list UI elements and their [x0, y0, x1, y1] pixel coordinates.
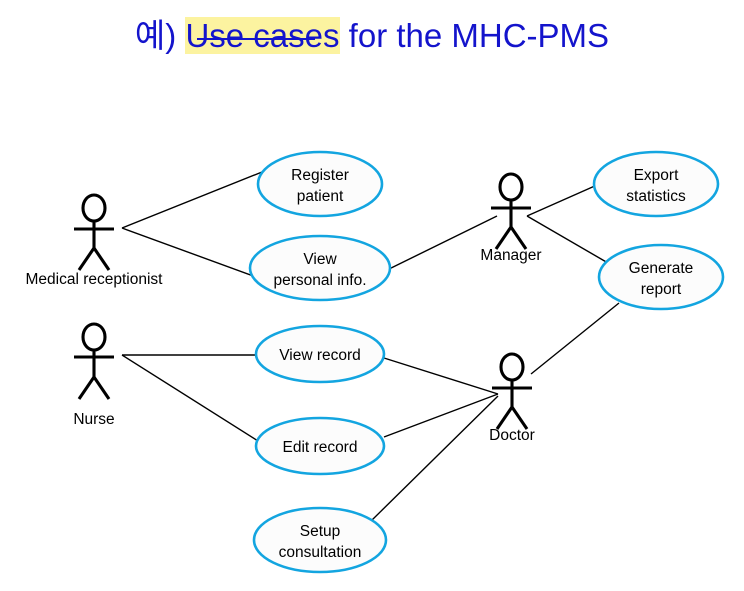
- assoc-receptionist-register: [121, 171, 263, 229]
- title-suffix: for the MHC-PMS: [339, 17, 610, 54]
- use-case-label-line-1: View: [303, 251, 337, 268]
- use-case-register-patient[interactable]: Register patient: [256, 150, 384, 218]
- use-case-ellipse[interactable]: [592, 150, 720, 218]
- use-case-ellipse[interactable]: [256, 150, 384, 218]
- use-case-label-line-1: Edit record: [283, 439, 358, 456]
- use-case-label-line-2: statistics: [626, 188, 686, 205]
- use-case-label-line-1: Export: [634, 167, 679, 184]
- use-case-view-personal-info[interactable]: View personal info.: [248, 234, 392, 302]
- assoc-editrecord-doctor: [383, 393, 499, 438]
- slide-title: 예) Use cases for the MHC-PMS: [0, 14, 744, 58]
- page-title: 예) Use cases for the MHC-PMS: [135, 14, 609, 58]
- actor-stick-figure-icon: [491, 172, 531, 250]
- actor-label: Nurse: [73, 411, 114, 428]
- assoc-manager-export: [526, 184, 598, 217]
- assoc-viewinfo-manager: [384, 215, 498, 272]
- assoc-viewrecord-doctor: [383, 357, 499, 395]
- use-case-label-line-1: Setup: [300, 523, 341, 540]
- use-case-ellipse[interactable]: [597, 243, 725, 311]
- actor-medical-receptionist[interactable]: Medical receptionist: [26, 193, 164, 288]
- use-case-label-line-2: consultation: [279, 544, 362, 561]
- assoc-manager-generate: [526, 215, 609, 264]
- actor-nurse[interactable]: Nurse: [73, 322, 115, 428]
- title-prefix: 예): [134, 17, 186, 54]
- use-case-label-line-2: patient: [297, 188, 344, 205]
- use-case-export-statistics[interactable]: Export statistics: [592, 150, 720, 218]
- use-case-ellipse[interactable]: [248, 234, 392, 302]
- use-case-ellipse[interactable]: [252, 506, 388, 574]
- title-highlighted-text: Use cases: [185, 17, 340, 54]
- use-case-label-line-2: personal info.: [273, 272, 366, 289]
- actor-label: Doctor: [489, 427, 535, 444]
- assoc-receptionist-viewinfo: [121, 227, 257, 278]
- title-strikethrough-line: [196, 38, 315, 40]
- actor-label: Manager: [480, 247, 541, 264]
- assoc-setupconsult-doctor: [370, 395, 499, 522]
- actor-doctor[interactable]: Doctor: [489, 352, 535, 444]
- actor-stick-figure-icon: [492, 352, 532, 430]
- use-case-label-line-1: View record: [279, 347, 361, 364]
- use-case-label-line-1: Register: [291, 167, 349, 184]
- assoc-doctor-generate: [530, 302, 620, 375]
- use-case-ellipse[interactable]: [254, 416, 386, 476]
- use-case-ellipse[interactable]: [254, 324, 386, 384]
- use-case-edit-record[interactable]: Edit record: [254, 416, 386, 476]
- use-case-label-line-2: report: [641, 281, 682, 298]
- actor-label: Medical receptionist: [26, 271, 164, 288]
- actor-stick-figure-icon: [74, 322, 114, 400]
- use-case-generate-report[interactable]: Generate report: [597, 243, 725, 311]
- use-case-view-record[interactable]: View record: [254, 324, 386, 384]
- actor-stick-figure-icon: [74, 193, 114, 271]
- actor-manager[interactable]: Manager: [480, 172, 542, 264]
- assoc-nurse-editrecord: [121, 354, 259, 442]
- association-lines: [121, 171, 620, 522]
- use-case-label-line-1: Generate: [629, 260, 694, 277]
- use-case-setup-consultation[interactable]: Setup consultation: [252, 506, 388, 574]
